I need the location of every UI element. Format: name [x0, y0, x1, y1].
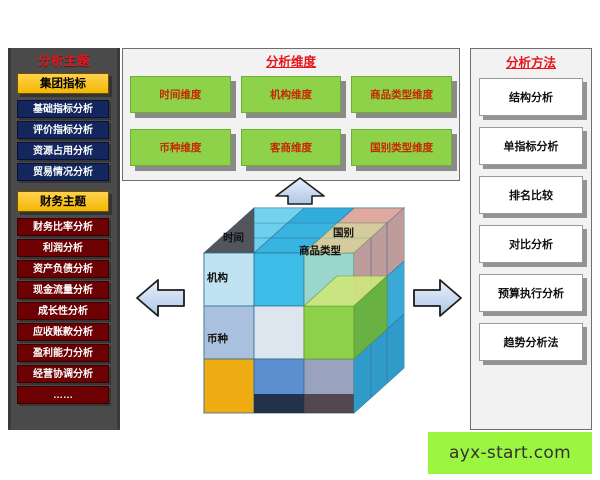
dimension-box-organization[interactable]: 机构维度 — [240, 76, 342, 113]
sidebar-group-header-finance[interactable]: 财务主题 — [17, 191, 109, 212]
arrow-left-icon — [134, 276, 188, 320]
sidebar-item-cash-flow[interactable]: 现金流量分析 — [17, 281, 109, 299]
analysis-dimensions-panel: 分析维度 时间维度 机构维度 商品类型维度 币种维度 客商维度 国别类型维度 — [122, 48, 460, 181]
methods-panel-title: 分析方法 — [505, 56, 556, 70]
sidebar-item-receivables[interactable]: 应收账款分析 — [17, 323, 109, 341]
watermark: ayx-start.com — [428, 432, 592, 474]
method-box-contrast-analysis[interactable]: 对比分析 — [479, 225, 583, 263]
dimensions-grid: 时间维度 机构维度 商品类型维度 币种维度 客商维度 国别类型维度 — [130, 76, 452, 174]
dimensions-panel-title: 分析维度 — [265, 55, 316, 69]
arrow-up-icon — [272, 176, 328, 206]
dimension-box-goods-type[interactable]: 商品类型维度 — [351, 76, 452, 113]
sidebar-item-trade-status[interactable]: 贸易情况分析 — [17, 163, 109, 181]
sidebar-item-assets-liabilities[interactable]: 资产负债分析 — [17, 260, 109, 278]
sidebar-item-evaluation-metrics[interactable]: 评价指标分析 — [17, 121, 109, 139]
cube-highlight-slice — [303, 222, 388, 360]
arrow-right-icon — [410, 276, 464, 320]
sidebar-group-header-group-metrics[interactable]: 集团指标 — [17, 73, 109, 94]
dimension-box-currency[interactable]: 币种维度 — [130, 128, 231, 166]
analysis-methods-panel: 分析方法 结构分析 单指标分析 排名比较 对比分析 预算执行分析 趋势分析法 — [470, 48, 592, 430]
sidebar-item-financial-ratio[interactable]: 财务比率分析 — [17, 218, 109, 236]
sidebar-group-divider — [17, 184, 111, 191]
method-box-budget-execution-analysis[interactable]: 预算执行分析 — [479, 274, 583, 312]
sidebar-item-resource-usage[interactable]: 资源占用分析 — [17, 142, 109, 160]
sidebar-item-operation-coordination[interactable]: 经营协调分析 — [17, 365, 109, 383]
sidebar-item-growth[interactable]: 成长性分析 — [17, 302, 109, 320]
sidebar-item-basic-metrics[interactable]: 基础指标分析 — [17, 100, 109, 118]
olap-cube-diagram: 时间 机构 币种 商品类型 国别 — [196, 198, 406, 423]
method-box-ranking-comparison[interactable]: 排名比较 — [479, 176, 583, 214]
dimension-box-country-type[interactable]: 国别类型维度 — [351, 128, 452, 166]
sidebar-item-more[interactable]: …… — [17, 386, 109, 404]
method-box-single-metric-analysis[interactable]: 单指标分析 — [479, 127, 583, 165]
dimension-box-time[interactable]: 时间维度 — [130, 76, 231, 113]
sidebar-item-profit[interactable]: 利润分析 — [17, 239, 109, 257]
sidebar-title: 分析主题 — [37, 54, 90, 68]
cube-svg — [202, 207, 406, 414]
method-box-trend-analysis[interactable]: 趋势分析法 — [479, 323, 583, 361]
analysis-theme-sidebar: 分析主题 集团指标 基础指标分析 评价指标分析 资源占用分析 贸易情况分析 财务… — [8, 48, 120, 430]
method-box-structure-analysis[interactable]: 结构分析 — [479, 78, 583, 116]
sidebar-item-profitability[interactable]: 盈利能力分析 — [17, 344, 109, 362]
dimension-box-customer[interactable]: 客商维度 — [240, 128, 342, 166]
